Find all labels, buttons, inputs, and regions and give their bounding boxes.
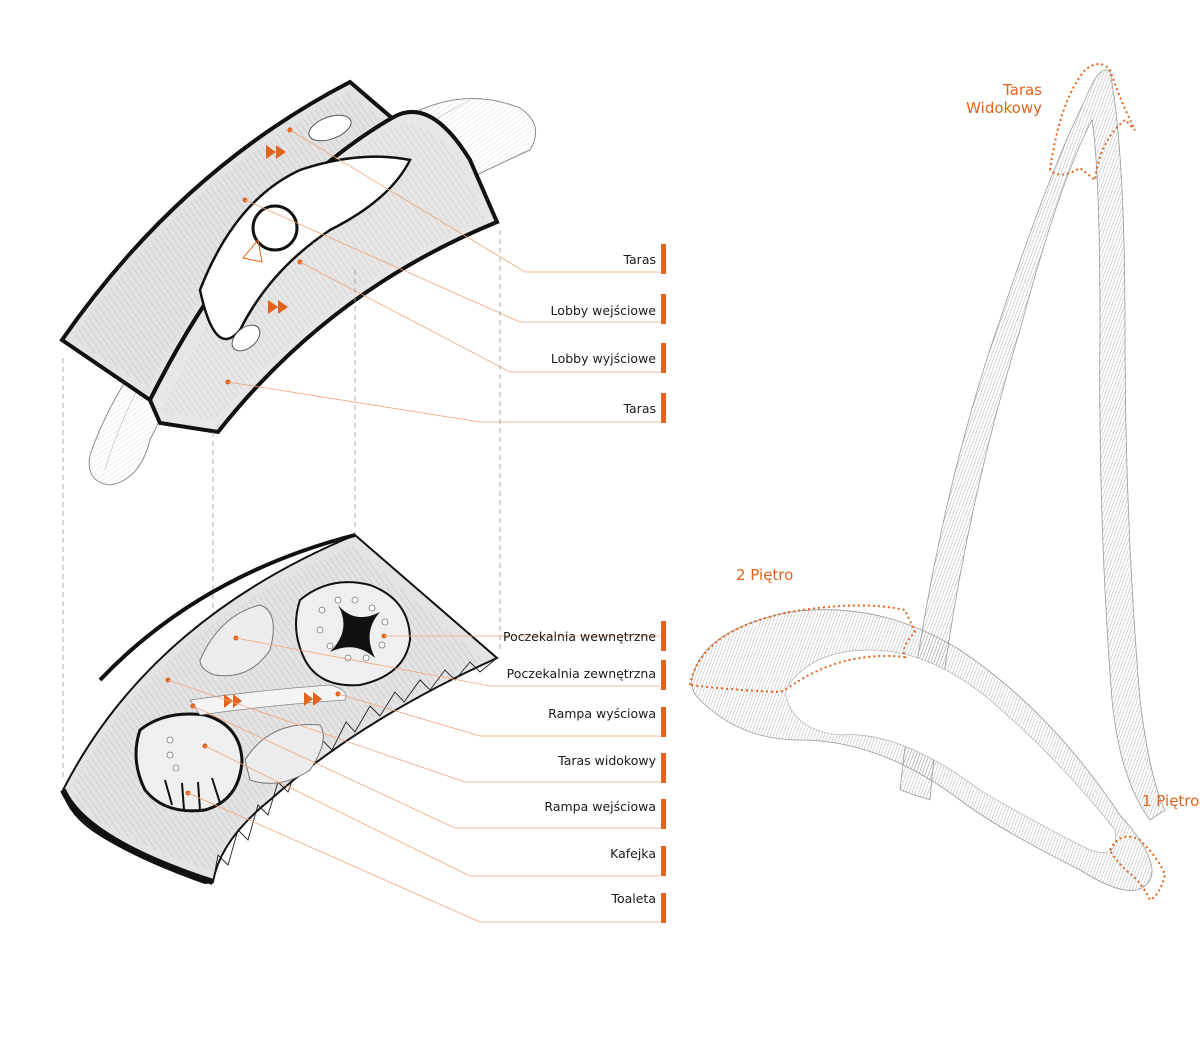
arrow-icon	[266, 145, 286, 159]
seat-dots	[166, 596, 389, 772]
label-taras-widokowy: Taras widokowy	[557, 753, 656, 768]
arrow-icon	[304, 692, 322, 706]
lower-edge-top	[98, 533, 356, 682]
lower-plan	[60, 533, 499, 885]
arrow-icon	[224, 694, 242, 708]
label-poczekalnia-wewnetrzne: Poczekalnia wewnętrzne	[503, 629, 656, 644]
truss-edge	[212, 657, 498, 883]
plan-labels: Taras Lobby wejściowe Lobby wyjściowe Ta…	[503, 252, 657, 906]
oval-1	[308, 114, 352, 142]
sculpture-ring-inner	[784, 649, 1117, 853]
toilet-cells	[164, 777, 221, 811]
upper-leaders	[227, 129, 660, 423]
label-kafejka: Kafejka	[610, 846, 656, 861]
arrow-icon	[268, 300, 288, 314]
triangle-marker	[242, 238, 263, 263]
outline-2-pietro	[688, 604, 917, 694]
lower-edge-bottom	[60, 788, 214, 885]
label-poczekalnia-zewnetrzna: Poczekalnia zewnętrzna	[507, 666, 656, 681]
sculpture: Taras Widokowy 2 Piętro 1 Piętro	[688, 63, 1199, 902]
label-ticks	[661, 244, 666, 923]
oval-2	[231, 324, 261, 352]
upper-plan	[59, 79, 537, 486]
label-rampa-wysciowa: Rampa wyściowa	[548, 706, 656, 721]
label-taras-2: Taras	[622, 401, 656, 416]
label-taras-1: Taras	[622, 252, 656, 267]
label-taras-widokowy-line2: Widokowy	[966, 99, 1042, 117]
label-1-pietro: 1 Piętro	[1142, 792, 1199, 810]
label-taras-widokowy-line1: Taras	[1002, 81, 1042, 99]
label-lobby-wyjsciowe: Lobby wyjściowe	[551, 351, 656, 366]
room-cafe-core	[330, 605, 380, 658]
core-circle	[251, 204, 299, 252]
label-lobby-wejsciowe: Lobby wejściowe	[551, 303, 657, 318]
label-2-pietro: 2 Piętro	[736, 566, 793, 584]
label-toaleta: Toaleta	[610, 891, 656, 906]
label-rampa-wejsciowa: Rampa wejściowa	[544, 799, 656, 814]
outline-1-pietro	[1108, 835, 1167, 902]
lower-leaders	[167, 635, 660, 923]
room-toilet	[134, 712, 244, 813]
